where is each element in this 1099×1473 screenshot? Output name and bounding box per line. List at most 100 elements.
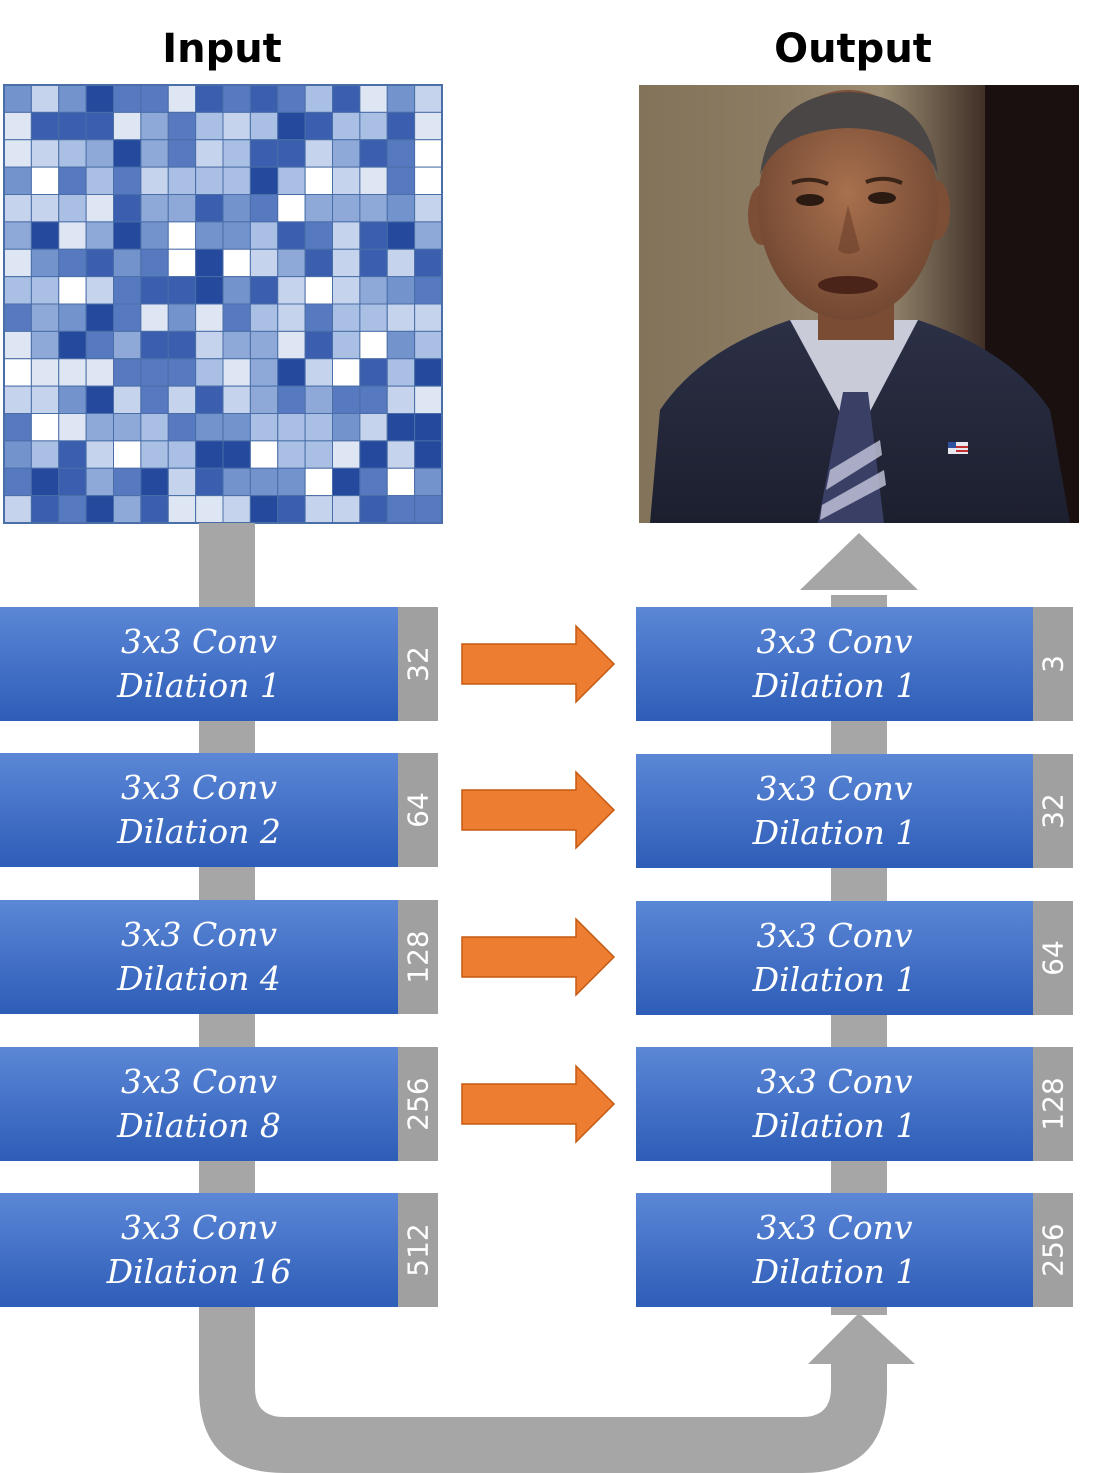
noise-cell <box>304 194 334 223</box>
noise-cell <box>414 166 443 196</box>
noise-cell <box>414 495 443 524</box>
noise-cell <box>3 385 32 415</box>
noise-cell <box>3 358 32 387</box>
noise-cell <box>140 413 169 442</box>
noise-cell <box>249 385 279 415</box>
noise-cell <box>113 166 142 196</box>
noise-cell <box>140 194 169 223</box>
noise-cell <box>58 495 87 524</box>
noise-cell <box>140 221 169 250</box>
noise-cell <box>140 111 169 141</box>
bottleneck-arrow-head <box>808 1313 915 1364</box>
noise-cell <box>332 330 361 360</box>
noise-cell <box>85 303 115 332</box>
noise-cell <box>277 166 306 196</box>
decoder-block-op-label: 3x3 Conv <box>756 916 912 955</box>
noise-cell <box>167 221 197 250</box>
noise-cell <box>304 139 334 168</box>
noise-cell <box>85 495 115 524</box>
noise-cell <box>30 221 60 250</box>
noise-cell <box>195 440 224 469</box>
noise-cell <box>304 248 334 278</box>
encoder-channel-strip <box>398 607 438 721</box>
noise-cell <box>167 440 197 469</box>
bottleneck-u-turn <box>199 1322 887 1473</box>
noise-cell <box>277 495 306 524</box>
noise-cell <box>386 358 416 387</box>
noise-cell <box>58 248 87 278</box>
noise-cell <box>386 276 416 305</box>
noise-cell <box>140 385 169 415</box>
noise-cell <box>332 276 361 305</box>
noise-cell <box>58 84 87 113</box>
noise-cell <box>85 194 115 223</box>
noise-cell <box>113 467 142 497</box>
noise-cell <box>167 385 197 415</box>
encoder-channel-count: 32 <box>402 646 435 682</box>
noise-cell <box>113 358 142 387</box>
noise-cell <box>3 221 32 250</box>
noise-cell <box>58 303 87 332</box>
noise-cell <box>113 276 142 305</box>
noise-cell <box>359 440 388 469</box>
noise-cell <box>277 84 306 113</box>
noise-cell <box>414 330 443 360</box>
noise-cell <box>386 467 416 497</box>
noise-cell <box>277 467 306 497</box>
noise-cell <box>304 166 334 196</box>
noise-cell <box>85 385 115 415</box>
noise-cell <box>85 413 115 442</box>
noise-cell <box>277 111 306 141</box>
noise-cell <box>249 139 279 168</box>
noise-cell <box>195 84 224 113</box>
noise-cell <box>195 111 224 141</box>
noise-cell <box>332 248 361 278</box>
output-title: Output <box>774 26 932 72</box>
noise-cell <box>58 440 87 469</box>
noise-cell <box>85 440 115 469</box>
noise-cell <box>414 194 443 223</box>
noise-cell <box>359 139 388 168</box>
noise-cell <box>85 111 115 141</box>
encoder-channel-count: 256 <box>402 1077 435 1130</box>
encoder-block-op-label: 3x3 Conv <box>121 622 277 661</box>
noise-cell <box>359 385 388 415</box>
noise-cell <box>3 413 32 442</box>
noise-cell <box>249 221 279 250</box>
noise-cell <box>167 358 197 387</box>
noise-cell <box>195 413 224 442</box>
noise-cell <box>332 84 361 113</box>
noise-cell <box>332 221 361 250</box>
input-noise-grid <box>3 84 443 524</box>
noise-cell <box>304 495 334 524</box>
encoder-channel-strip <box>398 900 438 1014</box>
noise-cell <box>195 221 224 250</box>
noise-cell <box>195 385 224 415</box>
noise-cell <box>58 467 87 497</box>
decoder-channel-count: 128 <box>1037 1077 1070 1130</box>
decoder-channel-strip <box>1033 1193 1073 1307</box>
noise-cell <box>167 194 197 223</box>
noise-cell <box>304 358 334 387</box>
noise-cell <box>195 194 224 223</box>
encoder-channel-strip <box>398 753 438 867</box>
noise-cell <box>304 276 334 305</box>
noise-cell <box>332 166 361 196</box>
noise-cell <box>3 84 32 113</box>
noise-cell <box>332 495 361 524</box>
noise-cell <box>140 358 169 387</box>
noise-cell <box>58 111 87 141</box>
noise-cell <box>414 358 443 387</box>
noise-cell <box>167 139 197 168</box>
noise-cell <box>359 221 388 250</box>
noise-cell <box>304 440 334 469</box>
noise-cell <box>414 413 443 442</box>
noise-cell <box>113 84 142 113</box>
noise-cell <box>30 330 60 360</box>
noise-cell <box>195 303 224 332</box>
encoder-block-body <box>0 753 398 867</box>
decoder-channel-strip <box>1033 901 1073 1015</box>
